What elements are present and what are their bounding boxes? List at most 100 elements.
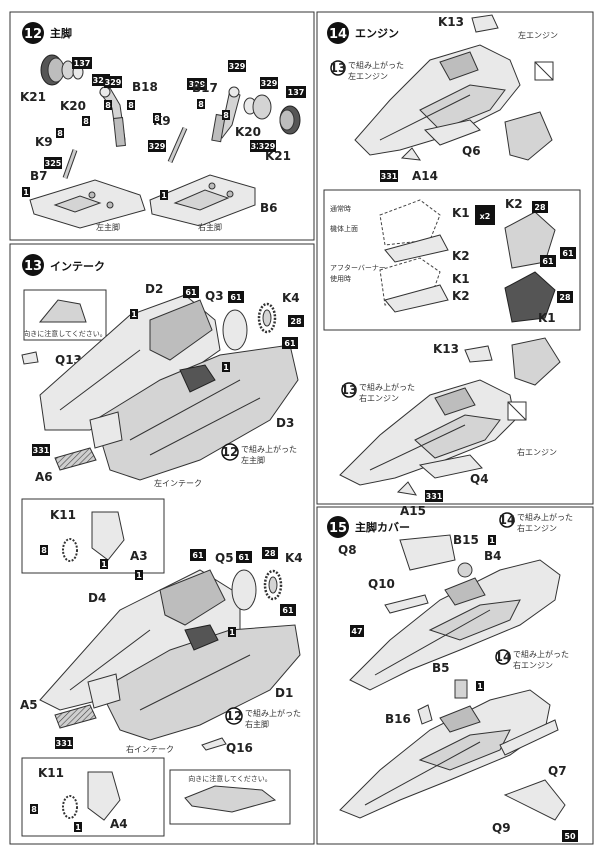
engine-gear-cover-lower [339,689,551,819]
step-number: 15 [329,521,347,536]
paint-badge [104,100,112,110]
step-ref-badge [499,512,515,528]
paint-badge [532,201,548,213]
paint-badge [350,625,364,637]
ref-note: で組み上がった [241,444,297,454]
paint-code: 329 [189,80,206,89]
step-title: 主脚 [50,26,72,40]
part-label-b6: B6 [260,201,278,215]
paint-badge [187,78,207,90]
paint-code: 1 [131,310,137,319]
part-label-a4: A4 [110,817,128,831]
paint-code: 331 [56,739,73,748]
step-15: 15 主脚カバー 14 で組み上がった 右エンジン Q8 B15 B4 1 Q1… [327,512,578,842]
paint-badge [183,286,199,298]
paint-code: 61 [185,288,197,297]
paint-badge [82,116,90,126]
detail-box-a4 [21,757,165,837]
paint-code: 329 [261,79,278,88]
nozzle-lower [511,337,561,386]
paint-badge [228,60,246,72]
orientation-note-bottom: 向きに注意してください。 [169,769,291,825]
paint-code: 8 [198,100,204,109]
landing-strut-left [99,86,126,147]
paint-code: 1 [489,536,495,545]
caption-left-intake: 左インテーク [154,478,202,488]
step-title: エンジン [355,27,399,40]
part-k13 [464,345,493,363]
panel-frames [9,11,594,845]
paint-code: 8 [128,101,134,110]
paint-badge [557,291,573,303]
ref-name: 右エンジン [359,393,399,403]
paint-code: 331 [33,446,50,455]
part-label-a6: A6 [35,470,53,484]
note-text: 向きに注意してください。 [188,774,272,783]
paint-code: 137 [74,59,91,68]
part-label-k4: K4 [285,551,303,565]
part-label-a5: A5 [20,698,38,712]
step-title: 主脚カバー [355,520,410,534]
paint-code: 47 [351,627,362,636]
ref-name: 左エンジン [348,71,388,81]
part-label-k9: K9 [35,135,53,149]
part-label-k2: K2 [452,289,470,303]
k9-rod-left [62,149,78,179]
part-label-k21: K21 [20,90,46,104]
step-number: 14 [329,27,347,42]
paint-badge [40,545,48,555]
part-label-d1: D1 [275,686,293,700]
ref-name: 右エンジン [513,660,553,670]
paint-badge [286,86,306,98]
ref-name: 右エンジン [517,523,557,533]
paint-badge [282,337,298,349]
part-q8 [399,534,456,571]
step-ref-number: 14 [495,650,512,664]
part-b4 [457,562,473,578]
part-label-b15: B15 [453,533,479,547]
part-label-k1: K1 [452,272,470,286]
paint-badge [100,559,108,569]
paint-badge [160,190,168,200]
step-number: 12 [24,27,42,42]
paint-badge [197,99,205,109]
part-label-b17: B17 [192,81,218,95]
ref-note: で組み上がった [513,649,569,659]
paint-code: 1 [23,188,29,197]
paint-code: 329 [149,142,166,151]
part-q16 [201,737,227,751]
part-a15 [396,481,418,496]
part-label-k1: K1 [538,311,556,325]
paint-badge [476,681,484,691]
paint-code: 1 [477,682,483,691]
paint-code: 1 [223,363,229,372]
caption-right-gear: 右主脚 [198,222,222,232]
part-label-a3: A3 [130,549,148,563]
paint-badge [135,570,143,580]
step-number: 13 [24,259,42,274]
paint-code: 329 [93,76,110,85]
label-afterburner-use: 使用時 [330,274,351,283]
paint-code: 8 [223,111,229,120]
part-k4-gear [263,569,283,601]
step-ref-number: 14 [499,513,516,527]
part-label-b16: B16 [385,712,411,726]
paint-badge [228,291,244,303]
paint-badge [258,140,276,152]
part-b16 [417,704,433,725]
k9-rod-right [167,126,188,164]
gear-bay-b7 [29,179,146,229]
step-ref-badge [330,60,346,76]
nozzle-detail-box [323,189,581,331]
part-label-d4: D4 [88,591,106,605]
paint-badge [260,77,278,89]
part-a6-grille [54,447,97,471]
part-label-q3: Q3 [205,289,224,303]
paint-badge [153,113,161,123]
part-label-k13: K13 [433,342,459,356]
wheel-k21-right [243,94,301,135]
paint-code: 8 [41,546,47,555]
step-ref-number: 12 [226,709,243,723]
paint-badge [56,128,64,138]
